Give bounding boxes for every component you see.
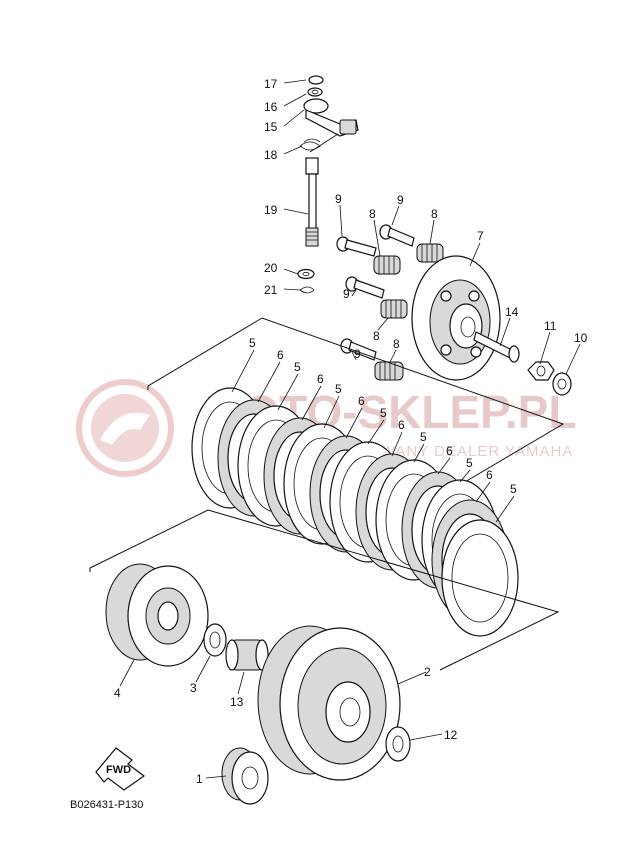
part-14-push-rod — [473, 331, 520, 363]
callout-9-b: 9 — [397, 193, 404, 207]
callout-5-e: 5 — [420, 430, 427, 444]
callout-9-a: 9 — [335, 192, 342, 206]
part-10-lock-washer — [552, 372, 572, 396]
callout-6-f: 6 — [486, 468, 493, 482]
callout-8-d: 8 — [393, 337, 400, 351]
plate-5-friction-7 — [441, 519, 519, 637]
lower-assembly-frame — [89, 509, 560, 671]
callout-20: 20 — [264, 261, 278, 275]
callout-8-c: 8 — [373, 329, 380, 343]
part-8-spring-a — [373, 255, 401, 275]
part-9-bolt-upper-left — [336, 236, 377, 257]
forward-arrow: FWD — [95, 747, 146, 791]
part-19-push-lever-shaft — [305, 157, 319, 247]
callout-17: 17 — [264, 77, 278, 91]
callout-labels: 17 16 15 18 19 20 21 9 9 9 9 8 8 8 8 7 1… — [114, 77, 588, 786]
callout-12: 12 — [444, 728, 458, 742]
part-12-washer — [385, 726, 411, 762]
callout-5-d: 5 — [380, 406, 387, 420]
callout-6-d: 6 — [398, 418, 405, 432]
callout-6-a: 6 — [277, 348, 284, 362]
part-21-clip — [299, 286, 315, 294]
callout-15: 15 — [264, 120, 278, 134]
callout-3: 3 — [190, 681, 197, 695]
part-8-spring-c — [380, 299, 408, 319]
callout-13: 13 — [230, 695, 244, 709]
callout-11: 11 — [544, 319, 557, 333]
callout-19: 19 — [264, 203, 278, 217]
callout-9-d: 9 — [354, 347, 361, 361]
part-9-bolt-upper-right — [379, 224, 415, 247]
callout-8-a: 8 — [369, 207, 376, 221]
callout-7: 7 — [477, 229, 484, 243]
part-13-spacer — [225, 639, 269, 671]
callout-5-a: 5 — [249, 336, 256, 350]
leader-lines — [119, 79, 581, 779]
part-1-gear — [221, 747, 269, 805]
callout-6-b: 6 — [317, 372, 324, 386]
callout-16: 16 — [264, 100, 278, 114]
callout-21: 21 — [264, 283, 278, 297]
callout-2: 2 — [424, 665, 431, 679]
forward-label: FWD — [106, 764, 131, 776]
part-20-washer — [297, 268, 315, 280]
part-4-clutch-boss — [105, 563, 209, 667]
callout-6-c: 6 — [358, 394, 365, 408]
callout-14: 14 — [505, 305, 519, 319]
callout-8-b: 8 — [431, 207, 438, 221]
diagram-code: B026431-P130 — [70, 799, 143, 811]
part-2-clutch-housing — [257, 625, 401, 781]
callout-9-c: 9 — [343, 287, 350, 301]
part-7-pressure-plate — [411, 255, 501, 381]
callout-5-b: 5 — [294, 360, 301, 374]
part-15-lever — [303, 98, 359, 137]
callout-10: 10 — [574, 331, 588, 345]
part-8-spring-b — [416, 243, 444, 263]
part-8-spring-d — [374, 361, 404, 381]
plate-stack — [191, 387, 519, 637]
callout-4: 4 — [114, 686, 121, 700]
callout-6-e: 6 — [446, 444, 453, 458]
callout-5-f: 5 — [466, 456, 473, 470]
part-3-thrust-washer — [203, 623, 227, 657]
plate-stack-frame — [147, 317, 565, 493]
part-16-washer — [307, 87, 323, 97]
callout-5-g: 5 — [510, 482, 517, 496]
part-18-spring — [299, 133, 339, 153]
part-17-circlip — [308, 75, 324, 85]
part-11-nut — [527, 361, 555, 381]
part-9-bolt-middle — [345, 276, 385, 299]
callout-1: 1 — [196, 772, 203, 786]
callout-5-c: 5 — [335, 382, 342, 396]
callout-18: 18 — [264, 148, 278, 162]
